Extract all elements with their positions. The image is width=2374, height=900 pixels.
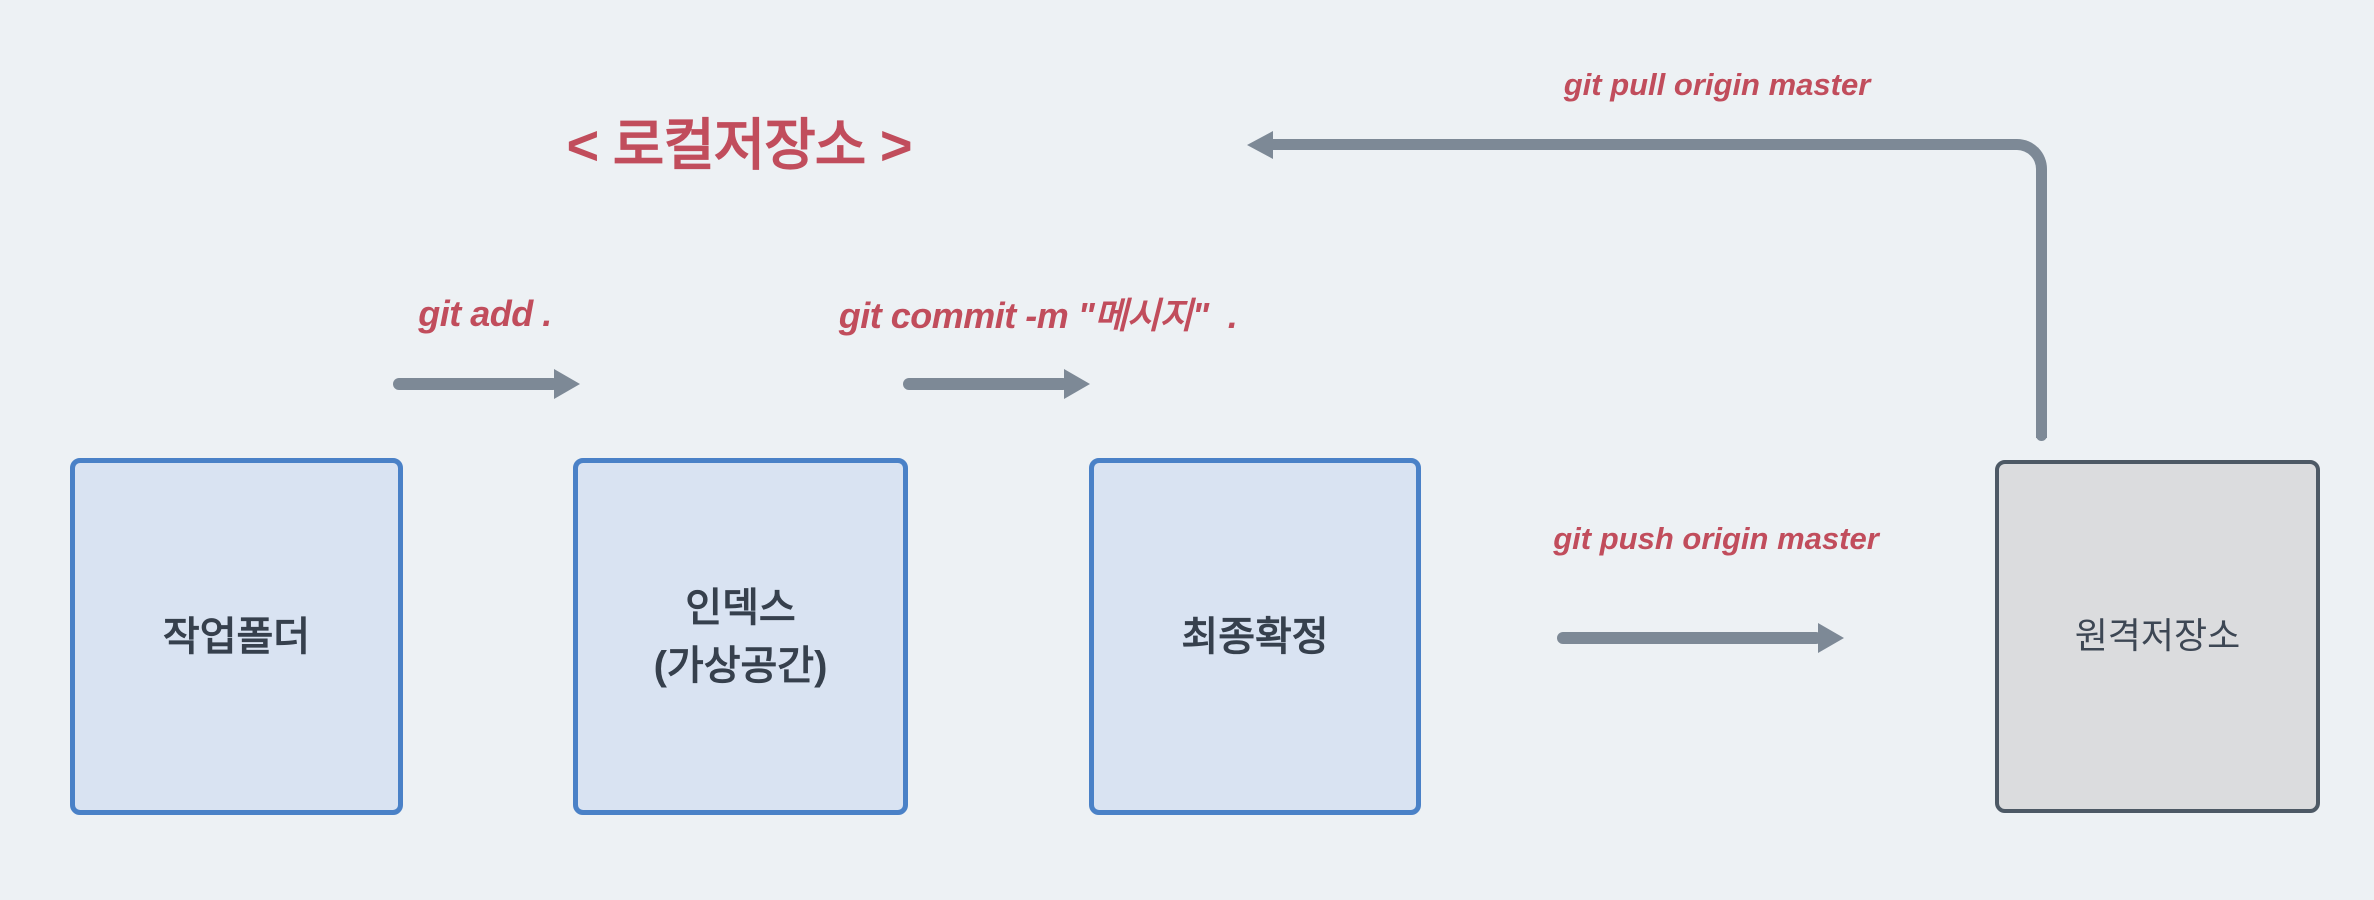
arrow-line	[1557, 632, 1822, 644]
git-commit-label: git commit -m "메시지" .	[838, 295, 1238, 336]
node-working-folder-label: 작업폴더	[162, 614, 311, 659]
right-arrow-icon	[554, 369, 580, 399]
arrow-line	[903, 378, 1069, 390]
right-arrow-icon	[1818, 623, 1844, 653]
node-final-commit: 최종확정	[1089, 458, 1421, 815]
left-arrow-icon	[1247, 131, 1273, 159]
elbow-arrow-line	[1265, 139, 2047, 438]
node-working-folder: 작업폴더	[70, 458, 403, 815]
arrow-line	[393, 378, 559, 390]
elbow-arrow-cap	[2036, 430, 2047, 441]
right-arrow-icon	[1064, 369, 1090, 399]
git-push-label: git push origin master	[1553, 521, 1879, 556]
node-final-commit-label: 최종확정	[1181, 614, 1329, 659]
node-remote-repo: 원격저장소	[1995, 460, 2320, 813]
node-remote-repo-label: 원격저장소	[2074, 615, 2241, 657]
git-pull-label: git pull origin master	[1563, 67, 1871, 102]
node-index-label: 인덱스 (가상공간)	[653, 585, 828, 688]
git-add-label: git add .	[418, 293, 552, 334]
diagram-title: < 로컬저장소 >	[566, 113, 912, 177]
node-index: 인덱스 (가상공간)	[573, 458, 908, 815]
